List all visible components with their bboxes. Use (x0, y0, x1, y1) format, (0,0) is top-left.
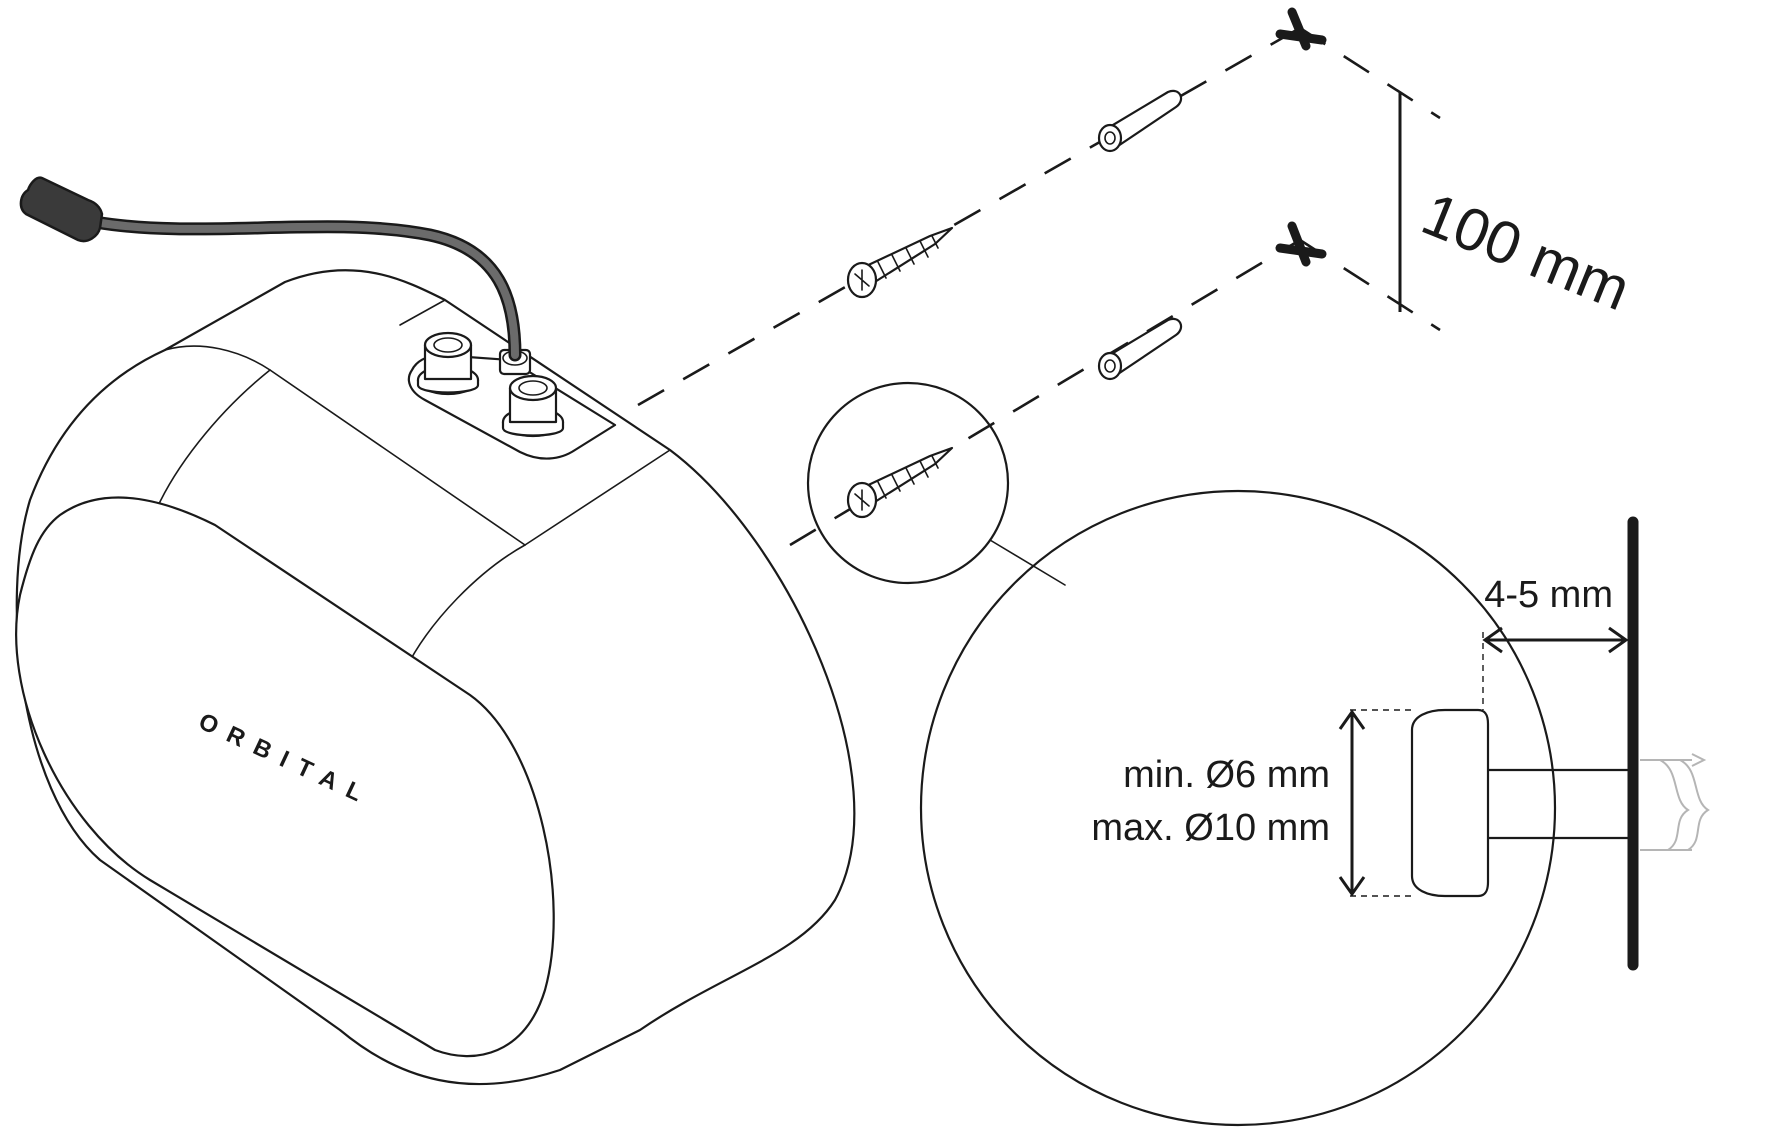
wall-plug-top (1097, 89, 1183, 153)
screw-head (1410, 708, 1490, 898)
wall-plug-bottom (1097, 317, 1183, 381)
terminal-post-left (416, 331, 480, 396)
speaker-illustration: ORBITAL (15, 176, 856, 1086)
drill-mark-bottom (1275, 221, 1327, 267)
spacing-dimension: 100 mm (1398, 92, 1639, 323)
speaker-front-face (15, 496, 555, 1058)
screw-top (846, 226, 954, 299)
screw-bottom (846, 446, 954, 519)
terminal-post-right (501, 374, 565, 438)
alignment-guides (637, 26, 1441, 547)
spacing-dimension-label: 100 mm (1413, 180, 1639, 323)
detail-callout (806, 381, 1557, 1127)
diameter-min-label: min. Ø6 mm (1123, 754, 1330, 796)
clearance-label: 4-5 mm (1484, 574, 1613, 616)
cable-plug (19, 176, 104, 243)
detail-magnified-circle (919, 489, 1557, 1127)
drill-mark-top (1275, 7, 1327, 51)
detail-source-circle (806, 381, 1010, 585)
diameter-max-label: max. Ø10 mm (1091, 807, 1330, 849)
detail-screw-head-view: 4-5 mm min. Ø6 mm max. Ø10 mm (1091, 516, 1710, 971)
